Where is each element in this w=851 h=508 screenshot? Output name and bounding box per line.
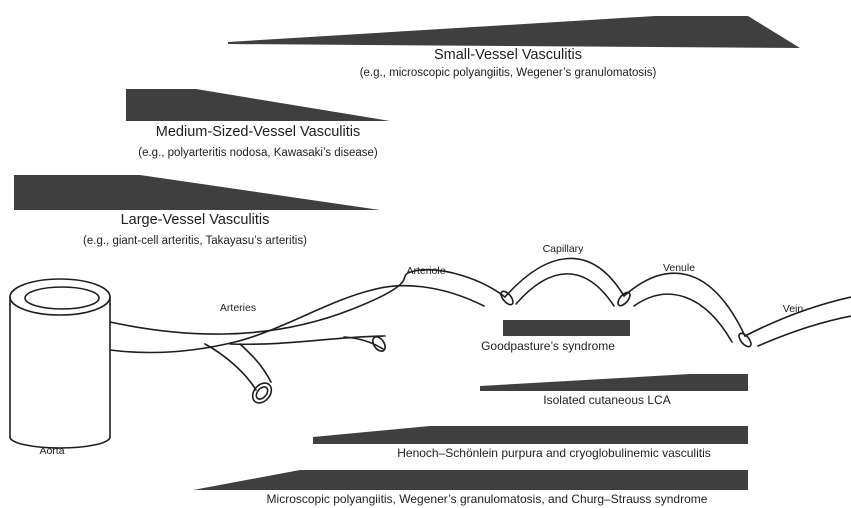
medium-vessel-wedge <box>126 89 390 121</box>
vessel-label-vein: Vein <box>782 303 804 315</box>
henoch-label: Henoch–Schönlein purpura and cryoglobuli… <box>397 446 711 460</box>
large-vessel-title: Large-Vessel Vasculitis <box>120 212 270 228</box>
vessel-label-aorta: Aorta <box>39 445 65 457</box>
vessel-label-venule: Venule <box>662 262 696 274</box>
mpa-label: Microscopic polyangiitis, Wegener’s gran… <box>266 492 708 506</box>
vessel-label-arteriole: Arteriole <box>406 265 446 277</box>
large-vessel-wedge <box>14 175 380 210</box>
medium-vessel-title: Medium-Sized-Vessel Vasculitis <box>155 124 361 140</box>
vessel-label-arteries: Arteries <box>219 302 257 314</box>
lca-wedge <box>480 374 748 391</box>
lca-label: Isolated cutaneous LCA <box>543 393 671 407</box>
goodpasture-bar <box>503 320 630 336</box>
mpa-wedge <box>193 470 748 490</box>
large-vessel-examples: (e.g., giant-cell arteritis, Takayasu’s … <box>83 235 307 247</box>
goodpasture-label: Goodpasture’s syndrome <box>481 339 615 353</box>
vessel-tree <box>9 257 851 449</box>
small-vessel-wedge <box>228 16 800 48</box>
medium-vessel-examples: (e.g., polyarteritis nodosa, Kawasaki’s … <box>138 147 378 159</box>
small-vessel-title: Small-Vessel Vasculitis <box>433 47 583 63</box>
small-vessel-examples: (e.g., microscopic polyangiitis, Wegener… <box>359 67 657 79</box>
vessel-label-capillary: Capillary <box>542 243 584 255</box>
henoch-wedge <box>313 426 748 444</box>
